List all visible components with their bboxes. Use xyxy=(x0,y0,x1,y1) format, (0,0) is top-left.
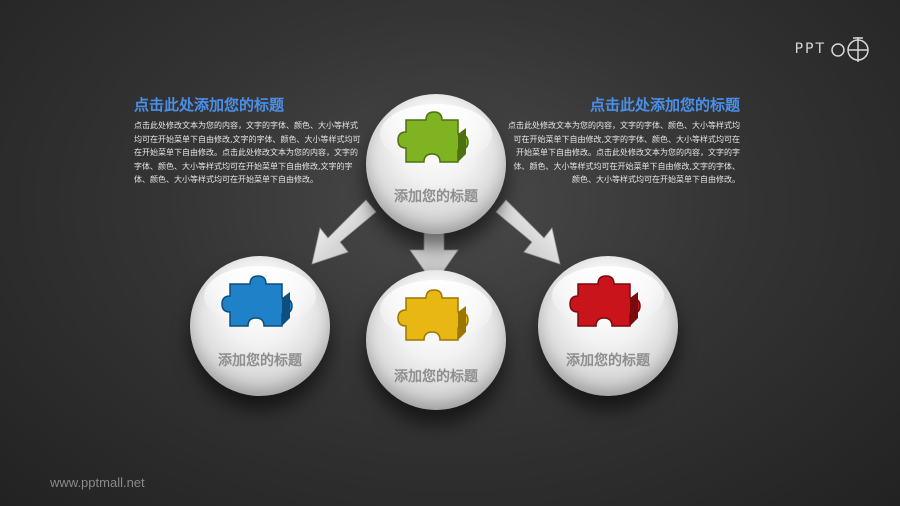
puzzle-icon-green xyxy=(397,111,469,163)
footer-url[interactable]: www.pptmall.net xyxy=(50,475,145,490)
puzzle-icon-yellow xyxy=(397,289,469,341)
node-top-label: 添加您的标题 xyxy=(394,189,478,205)
left-block-body[interactable]: 点击此处修改文本为您的内容，文字的字体、颜色、大小等样式均可在开始菜单下自由修改… xyxy=(134,121,361,184)
node-left[interactable]: 添加您的标题 xyxy=(190,256,330,396)
node-right[interactable]: 添加您的标题 xyxy=(538,256,678,396)
node-center[interactable]: 添加您的标题 xyxy=(366,270,506,410)
node-center-label: 添加您的标题 xyxy=(394,369,478,385)
logo: PPT xyxy=(795,36,870,62)
arrow-down-left xyxy=(311,199,377,265)
left-text-block: 点击此处添加您的标题 点击此处修改文本为您的内容，文字的字体、颜色、大小等样式均… xyxy=(134,94,364,187)
right-text-block: 点击此处添加您的标题 点击此处修改文本为您的内容，文字的字体、颜色、大小等样式均… xyxy=(508,94,740,187)
arrow-down-right xyxy=(495,199,561,265)
right-block-body[interactable]: 点击此处修改文本为您的内容，文字的字体、颜色、大小等样式均可在开始菜单下自由修改… xyxy=(508,121,740,184)
node-top[interactable]: 添加您的标题 xyxy=(366,94,506,234)
puzzle-icon-blue xyxy=(221,275,293,327)
node-left-label: 添加您的标题 xyxy=(218,353,302,369)
logo-text: PPT xyxy=(794,41,826,57)
logo-icon xyxy=(831,37,869,62)
node-right-label: 添加您的标题 xyxy=(566,353,650,369)
puzzle-icon-red xyxy=(569,275,641,327)
right-block-title[interactable]: 点击此处添加您的标题 xyxy=(589,96,740,114)
left-block-title[interactable]: 点击此处添加您的标题 xyxy=(134,96,285,114)
